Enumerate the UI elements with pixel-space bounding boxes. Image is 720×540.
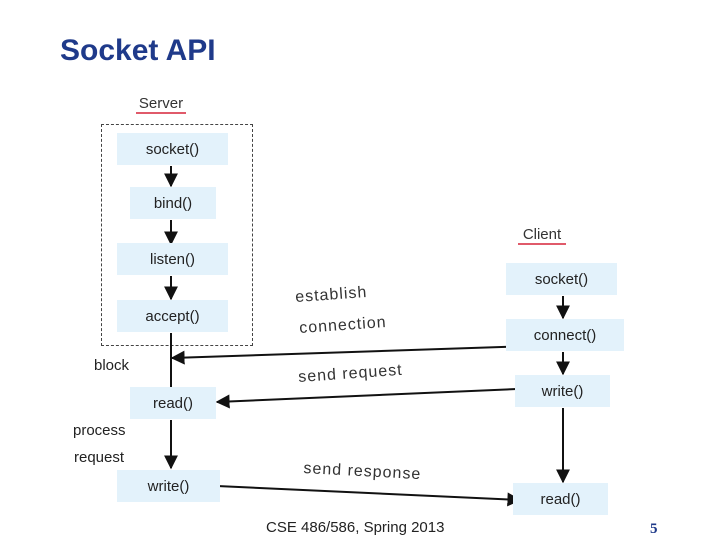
server-setup-group [101, 124, 253, 346]
request-label: request [74, 449, 125, 466]
server-write-call: write() [117, 470, 220, 502]
server-socket-call: socket() [117, 133, 228, 165]
arrow-send-response [216, 485, 522, 507]
page-number: 5 [650, 521, 658, 537]
arrow-send-request [215, 386, 564, 409]
client-read-call: read() [513, 483, 608, 515]
server-accept-call: accept() [117, 300, 228, 332]
process-label: process [73, 422, 126, 439]
client-write-call: write() [515, 375, 610, 407]
server-read-call: read() [130, 387, 216, 419]
block-label: block [94, 357, 130, 374]
server-header: Server [136, 95, 186, 114]
server-bind-call: bind() [130, 187, 216, 219]
footer-course: CSE 486/586, Spring 2013 [266, 519, 445, 536]
arrow-connection-establish [170, 344, 564, 365]
server-listen-call: listen() [117, 243, 228, 275]
client-connect-call: connect() [506, 319, 624, 351]
slide-title: Socket API [60, 34, 216, 67]
client-header: Client [518, 226, 566, 245]
client-socket-call: socket() [506, 263, 617, 295]
